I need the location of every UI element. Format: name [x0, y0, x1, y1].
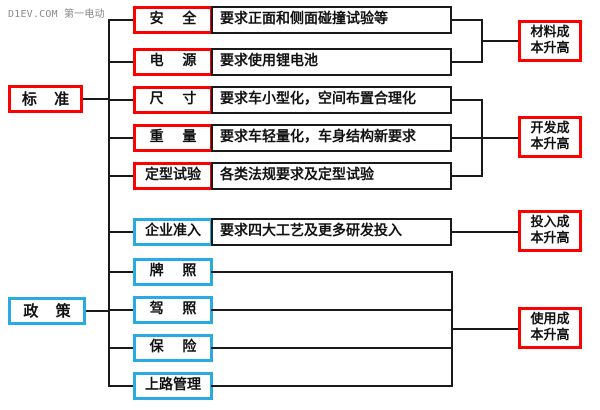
connector-standard-stem	[83, 98, 109, 100]
category-box-paizhao: 牌 照	[133, 258, 213, 286]
bracket-2-lead	[481, 137, 518, 139]
connector-policy-row-qiyezhunru	[108, 231, 135, 233]
category-box-dingxingshiyan: 定型试验	[133, 162, 213, 190]
outcome-line-1: 投入成	[530, 214, 570, 230]
bracket-2-arm-bottom	[452, 175, 483, 177]
connector-standard-row-3	[108, 99, 135, 101]
outcome-line-1: 开发成	[530, 120, 570, 136]
description-box-anquan: 要求正面和侧面碰撞试验等	[211, 6, 452, 34]
outcome-line-2: 本升高	[530, 137, 570, 152]
connector-policy-row-shanglu	[108, 385, 135, 387]
outcome-line-1: 材料成	[530, 24, 570, 40]
bracket-4-arm-1	[211, 271, 453, 273]
bracket-3-lead	[452, 231, 518, 233]
connector-standard-row-4	[108, 137, 135, 139]
category-box-zhongliang: 重 量	[133, 124, 213, 152]
bracket-4-arm-4	[211, 385, 453, 387]
connector-policy-row-paizhao	[108, 271, 135, 273]
bracket-2-arm-top	[452, 99, 483, 101]
connector-standard-row-5	[108, 175, 135, 177]
bracket-4-lead	[451, 328, 518, 330]
bracket-4-arm-2	[211, 309, 453, 311]
bracket-1-arm-bottom	[452, 61, 483, 63]
outcome-line-2: 本升高	[530, 231, 570, 246]
root-node-standard: 标 准	[8, 85, 83, 113]
root-node-policy: 政 策	[8, 297, 86, 325]
category-box-anquan: 安 全	[133, 6, 213, 34]
bracket-4-arm-3	[211, 347, 453, 349]
bracket-1-arm-top	[452, 19, 483, 21]
category-box-shanglu: 上路管理	[133, 372, 213, 400]
connector-policy-row-jiazhao	[108, 309, 135, 311]
category-box-baoxian: 保 险	[133, 334, 213, 362]
category-box-qiyezhunru: 企业准入	[133, 218, 213, 246]
description-box-chicun: 要求车小型化，空间布置合理化	[211, 86, 452, 114]
category-box-chicun: 尺 寸	[133, 86, 213, 114]
outcome-line-2: 本升高	[530, 41, 570, 56]
description-box-zhongliang: 要求车轻量化，车身结构新要求	[211, 124, 452, 152]
category-box-jiazhao: 驾 照	[133, 296, 213, 324]
watermark-text: D1EV.COM 第一电动	[8, 9, 105, 20]
outcome-box-material-cost: 材料成 本升高	[518, 20, 582, 62]
description-box-dianyuan: 要求使用锂电池	[211, 48, 452, 76]
connector-standard-trunk	[108, 20, 110, 276]
description-box-dingxingshiyan: 各类法规要求及定型试验	[211, 162, 452, 190]
connector-standard-row-2	[108, 61, 135, 63]
outcome-box-investment-cost: 投入成 本升高	[518, 210, 582, 252]
description-box-qiyezhunru: 要求四大工艺及更多研发投入	[211, 218, 452, 246]
bracket-2-arm-mid	[452, 137, 483, 139]
outcome-line-1: 使用成	[530, 311, 570, 327]
connector-policy-stem	[86, 310, 109, 312]
outcome-box-usage-cost: 使用成 本升高	[518, 307, 582, 349]
connector-standard-row-1	[108, 19, 135, 21]
category-box-dianyuan: 电 源	[133, 48, 213, 76]
bracket-1-lead	[481, 40, 518, 42]
connector-policy-row-baoxian	[108, 347, 135, 349]
connector-policy-trunk	[108, 231, 110, 386]
outcome-line-2: 本升高	[530, 328, 570, 343]
outcome-box-development-cost: 开发成 本升高	[518, 116, 582, 158]
